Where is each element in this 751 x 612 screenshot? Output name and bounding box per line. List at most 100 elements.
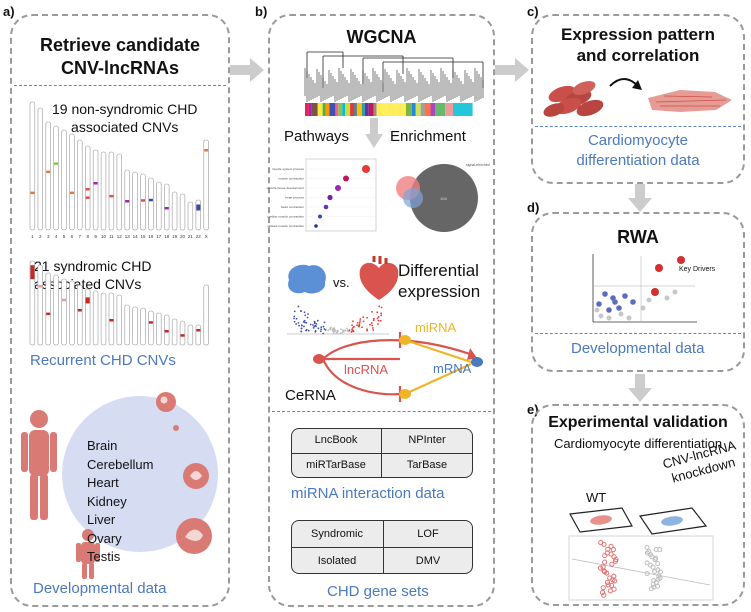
chromosome-number: 20 <box>180 234 186 239</box>
wt-point <box>610 546 616 553</box>
rwa-point <box>655 264 663 272</box>
volcano-point <box>313 320 316 323</box>
chromosome-number: 2 <box>39 234 42 239</box>
chromosome-number: 19 <box>172 234 178 239</box>
volcano-point <box>371 311 373 313</box>
volcano-point <box>303 325 305 328</box>
volcano-point <box>339 328 342 331</box>
chromosome <box>84 288 91 346</box>
chd-gene-sets-label: CHD gene sets <box>327 583 429 600</box>
chromosome <box>77 139 83 231</box>
volcano-point <box>315 322 318 325</box>
chromosome <box>156 181 162 231</box>
rwa-point <box>626 315 632 321</box>
rwa-point <box>646 297 652 303</box>
volcano-point <box>319 330 322 333</box>
volcano-point <box>356 321 359 324</box>
volcano-point <box>317 327 320 330</box>
rwa-scatter-plot <box>592 254 697 323</box>
volcano-point <box>312 324 314 326</box>
svg-text:signal-enriched: signal-enriched <box>466 163 490 167</box>
volcano-point <box>377 316 380 318</box>
rwa-point <box>612 299 618 305</box>
enrichment-dot <box>314 224 318 228</box>
volcano-point <box>351 328 354 331</box>
volcano-point <box>307 313 309 315</box>
panel-e-label: e) <box>527 402 539 417</box>
wt-point <box>609 582 615 589</box>
volcano-point <box>305 321 308 324</box>
embryo-stage-icons <box>156 392 212 554</box>
volcano-point <box>352 320 354 323</box>
volcano-point <box>356 324 358 327</box>
knockdown-point <box>644 544 650 550</box>
knockdown-point <box>655 561 661 567</box>
volcano-point <box>351 324 354 327</box>
volcano-point <box>369 323 371 326</box>
volcano-point <box>322 332 324 335</box>
child-body-icon <box>76 529 100 579</box>
adult-body-icon <box>21 410 57 520</box>
volcano-point <box>380 312 383 315</box>
rwa-point <box>606 307 612 313</box>
volcano-point <box>305 328 308 331</box>
lncrna-label: lncRNA <box>344 362 389 377</box>
panel-c-data-line1: Cardiomyocyte <box>587 132 689 149</box>
dot-term-label: muscle tissue development <box>267 186 304 190</box>
volcano-point <box>371 324 374 327</box>
validation-scatter-plot <box>568 535 714 601</box>
chromosome <box>45 272 51 346</box>
knockdown-dish-icon <box>638 507 708 535</box>
knockdown-point <box>652 557 658 563</box>
wt-point <box>604 579 611 585</box>
volcano-point <box>297 321 300 324</box>
wt-point <box>599 589 606 596</box>
chromosome <box>203 139 209 231</box>
syndromic-caption: 21 syndromic CHD associated CNVs <box>34 257 151 293</box>
chromosome <box>148 310 154 346</box>
chromosome <box>132 306 138 346</box>
chromosome-number: X <box>205 234 208 239</box>
gene-set-isolated: Isolated <box>317 555 357 567</box>
chromosome <box>187 201 194 231</box>
volcano-point <box>372 317 375 320</box>
chromosome-number: 4 <box>55 234 58 239</box>
tissue-brain: Brain <box>87 438 118 453</box>
volcano-point <box>320 326 323 329</box>
volcano-point <box>322 325 325 328</box>
chromosome <box>100 151 107 231</box>
volcano-point <box>297 305 300 308</box>
gene-set-lof: LOF <box>417 528 439 540</box>
mrna-label: mRNA <box>433 361 472 376</box>
nonsyndromic-caption: 19 non-syndromic CHD associated CNVs <box>52 100 198 136</box>
volcano-point <box>378 305 381 308</box>
volcano-point <box>359 318 362 320</box>
rwa-point <box>622 293 628 299</box>
chromosome <box>92 149 99 231</box>
chromosome <box>29 101 36 231</box>
volcano-point <box>298 324 300 327</box>
rwa-point <box>602 291 608 297</box>
chromosome-number: 16 <box>148 234 154 239</box>
rwa-point <box>630 299 636 305</box>
cnv-mark <box>109 319 114 322</box>
volcano-point <box>361 326 363 329</box>
chromosome <box>195 324 201 346</box>
volcano-point <box>332 332 335 335</box>
cnv-mark <box>38 285 43 288</box>
rwa-point <box>618 311 624 317</box>
chromosome <box>61 129 67 231</box>
volcano-point <box>377 323 379 325</box>
chromosome-number: 1 <box>31 234 34 239</box>
cnv-mark <box>180 334 185 337</box>
cnv-mark <box>109 194 114 198</box>
tissue-heart: Heart <box>87 475 119 490</box>
volcano-point <box>376 311 379 314</box>
wt-point <box>602 559 608 565</box>
volcano-point <box>331 328 334 331</box>
down-arrow-dendro <box>365 118 383 148</box>
chromosome-number: 17 <box>156 234 162 239</box>
panel-d-label: d) <box>527 200 540 215</box>
wt-point <box>612 578 618 584</box>
